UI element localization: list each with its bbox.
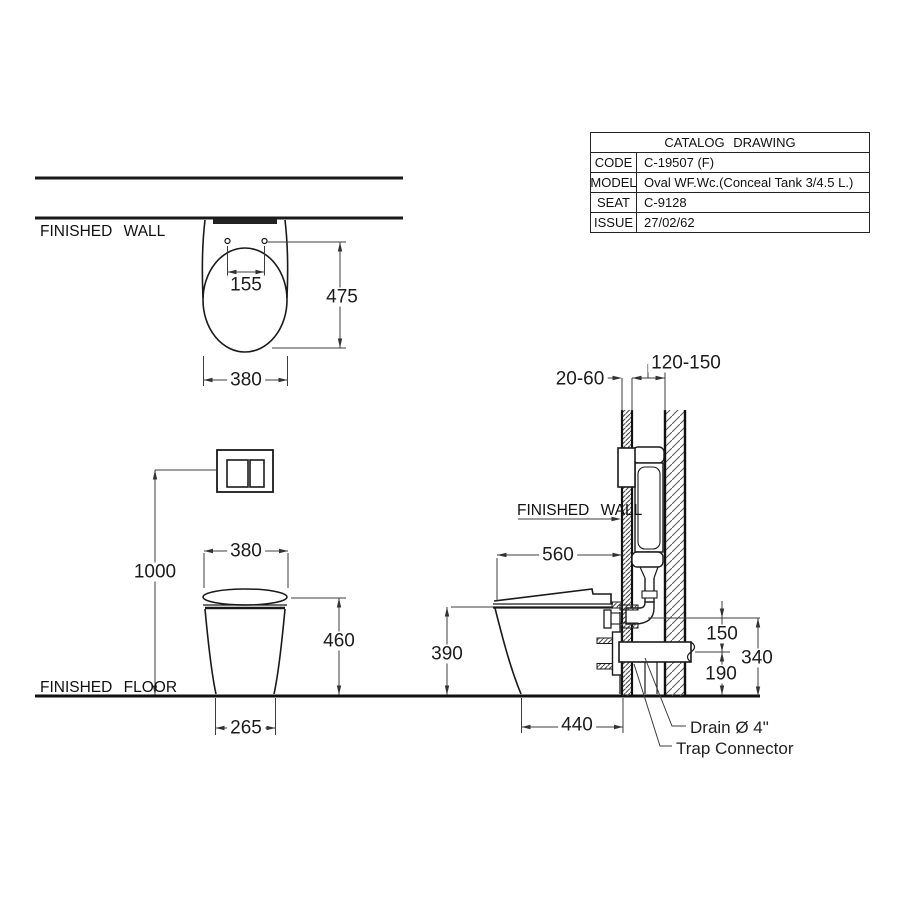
seat-cover-ellipse xyxy=(202,247,288,353)
finished-wall-label-top: FINISHED WALL xyxy=(40,223,166,240)
dim-width-380-front: 380 xyxy=(227,541,265,561)
flush-elbow xyxy=(625,601,655,625)
row-label: SEAT xyxy=(591,193,637,212)
trap-leader xyxy=(633,663,672,747)
flush-plate xyxy=(216,449,274,493)
pedestal-right xyxy=(273,608,286,695)
fixing-bolt-top xyxy=(596,637,614,644)
row-value: 27/02/62 xyxy=(644,215,695,230)
drain-note: Drain Ø 4" xyxy=(690,718,769,737)
row-label: CODE xyxy=(591,153,637,172)
structural-wall-section xyxy=(665,410,685,696)
dim-actuator-height-1000: 1000 xyxy=(130,562,180,582)
table-row: MODEL Oval WF.Wc.(Conceal Tank 3/4.5 L.) xyxy=(590,172,869,192)
inlet-fitting xyxy=(603,609,612,629)
finished-floor-label: FINISHED FLOOR xyxy=(40,679,178,696)
tank-edge-band xyxy=(213,219,277,224)
drain-pipe xyxy=(618,641,692,663)
fixing-bolt-bottom xyxy=(596,663,614,670)
dim-inlet-height-340: 340 xyxy=(738,648,776,668)
front-view xyxy=(202,449,288,695)
title-block-title: CATALOG DRAWING xyxy=(664,135,796,150)
tank-bottom-cap xyxy=(631,551,664,568)
flush-button-small xyxy=(249,459,265,488)
dim-wall-thickness-20-60: 20-60 xyxy=(552,369,608,389)
trap-note: Trap Connector xyxy=(676,739,794,758)
pedestal-left xyxy=(204,608,217,695)
finished-wall-section xyxy=(622,410,632,696)
row-label: MODEL xyxy=(590,173,637,192)
dim-base-depth-440: 440 xyxy=(558,715,596,735)
dim-length-475: 475 xyxy=(323,287,361,307)
row-label: ISSUE xyxy=(591,213,637,232)
table-row: ISSUE 27/02/62 xyxy=(591,212,869,232)
tank-neck xyxy=(639,566,659,579)
title-block: CATALOG DRAWING CODE C-19507 (F) MODEL O… xyxy=(590,132,870,233)
bowl-front-profile xyxy=(494,607,522,695)
row-value: Oval WF.Wc.(Conceal Tank 3/4.5 L.) xyxy=(644,175,854,190)
seat-hinge-block xyxy=(611,601,623,609)
hinge-hole-left xyxy=(224,237,231,245)
dim-width-380-top: 380 xyxy=(227,370,265,390)
access-box xyxy=(617,447,636,488)
dim-rim-height-390: 390 xyxy=(428,644,466,664)
drain-assembly xyxy=(618,641,696,694)
tank-inner xyxy=(637,466,661,550)
seat-lid-profile xyxy=(493,588,612,604)
drain-leader xyxy=(644,657,686,727)
table-row: CODE C-19507 (F) xyxy=(591,152,869,172)
row-value: C-9128 xyxy=(644,195,687,210)
dim-hinge-spacing: 155 xyxy=(227,275,265,295)
finished-wall-label-side: FINISHED WALL xyxy=(517,502,643,519)
front-view-arrowheads xyxy=(152,470,342,731)
side-view-toilet xyxy=(493,588,623,695)
table-row: SEAT C-9128 xyxy=(591,192,869,212)
dim-inlet-offset-150: 150 xyxy=(703,624,741,644)
side-view-arrowheads xyxy=(444,375,761,730)
flush-button-large xyxy=(226,459,249,488)
top-view-arrowheads xyxy=(203,242,343,383)
dim-drain-height-190: 190 xyxy=(702,664,740,684)
seat-top-front xyxy=(202,588,288,606)
dim-depth-560: 560 xyxy=(539,545,577,565)
wall-flange-bottom xyxy=(619,622,639,629)
dim-seat-height-460: 460 xyxy=(320,631,358,651)
hinge-hole-right xyxy=(261,237,268,245)
dim-base-width-265: 265 xyxy=(227,718,265,738)
top-view xyxy=(35,176,403,353)
dim-cavity-120-150: 120-150 xyxy=(648,353,724,373)
pipe-coupling xyxy=(641,590,658,599)
row-value: C-19507 (F) xyxy=(644,155,715,170)
tank-top-cap xyxy=(632,446,665,464)
concealed-tank-assembly xyxy=(617,446,665,629)
wall-flange-top xyxy=(619,604,639,611)
side-view-dimensions xyxy=(446,363,760,747)
pipe-break-symbol xyxy=(686,641,696,663)
